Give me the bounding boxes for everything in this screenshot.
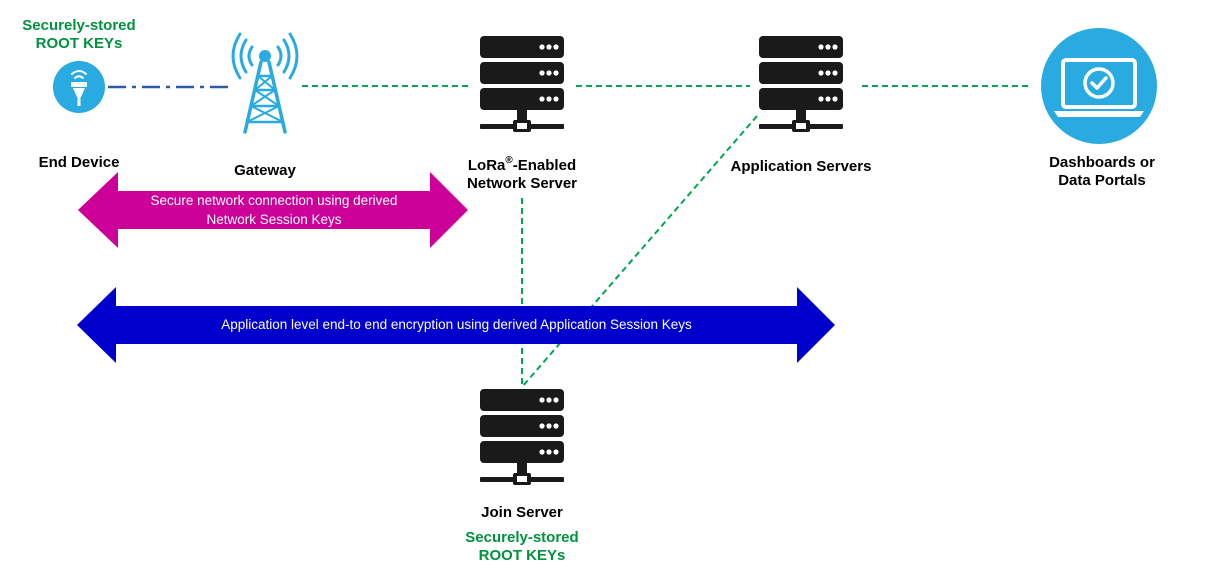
end-device-icon	[53, 61, 105, 113]
server-rack-icon	[480, 36, 564, 132]
laptop-check-icon	[1041, 28, 1157, 144]
radio-tower-icon	[231, 32, 299, 134]
network-session-arrow-text: Secure network connection using derived …	[150, 193, 398, 227]
gateway-label: Gateway	[234, 162, 296, 179]
join-server-root-keys-note: Securely-stored ROOT KEYs	[465, 529, 579, 564]
server-rack-icon	[480, 389, 564, 485]
network-session-arrow	[78, 172, 468, 248]
end-device-root-keys-note: Securely-stored ROOT KEYs	[22, 17, 136, 52]
end-device-label: End Device	[38, 154, 120, 171]
application-servers-label: Application Servers	[730, 158, 872, 175]
dashboards-label: Dashboards or Data Portals	[1049, 154, 1155, 189]
join-server-label: Join Server	[481, 504, 563, 521]
application-session-arrow-text: Application level end-to end encryption …	[221, 317, 692, 332]
application-session-arrow	[77, 287, 835, 363]
server-rack-icon	[759, 36, 843, 132]
network-server-label: LoRa®-Enabled Network Server	[466, 155, 578, 193]
